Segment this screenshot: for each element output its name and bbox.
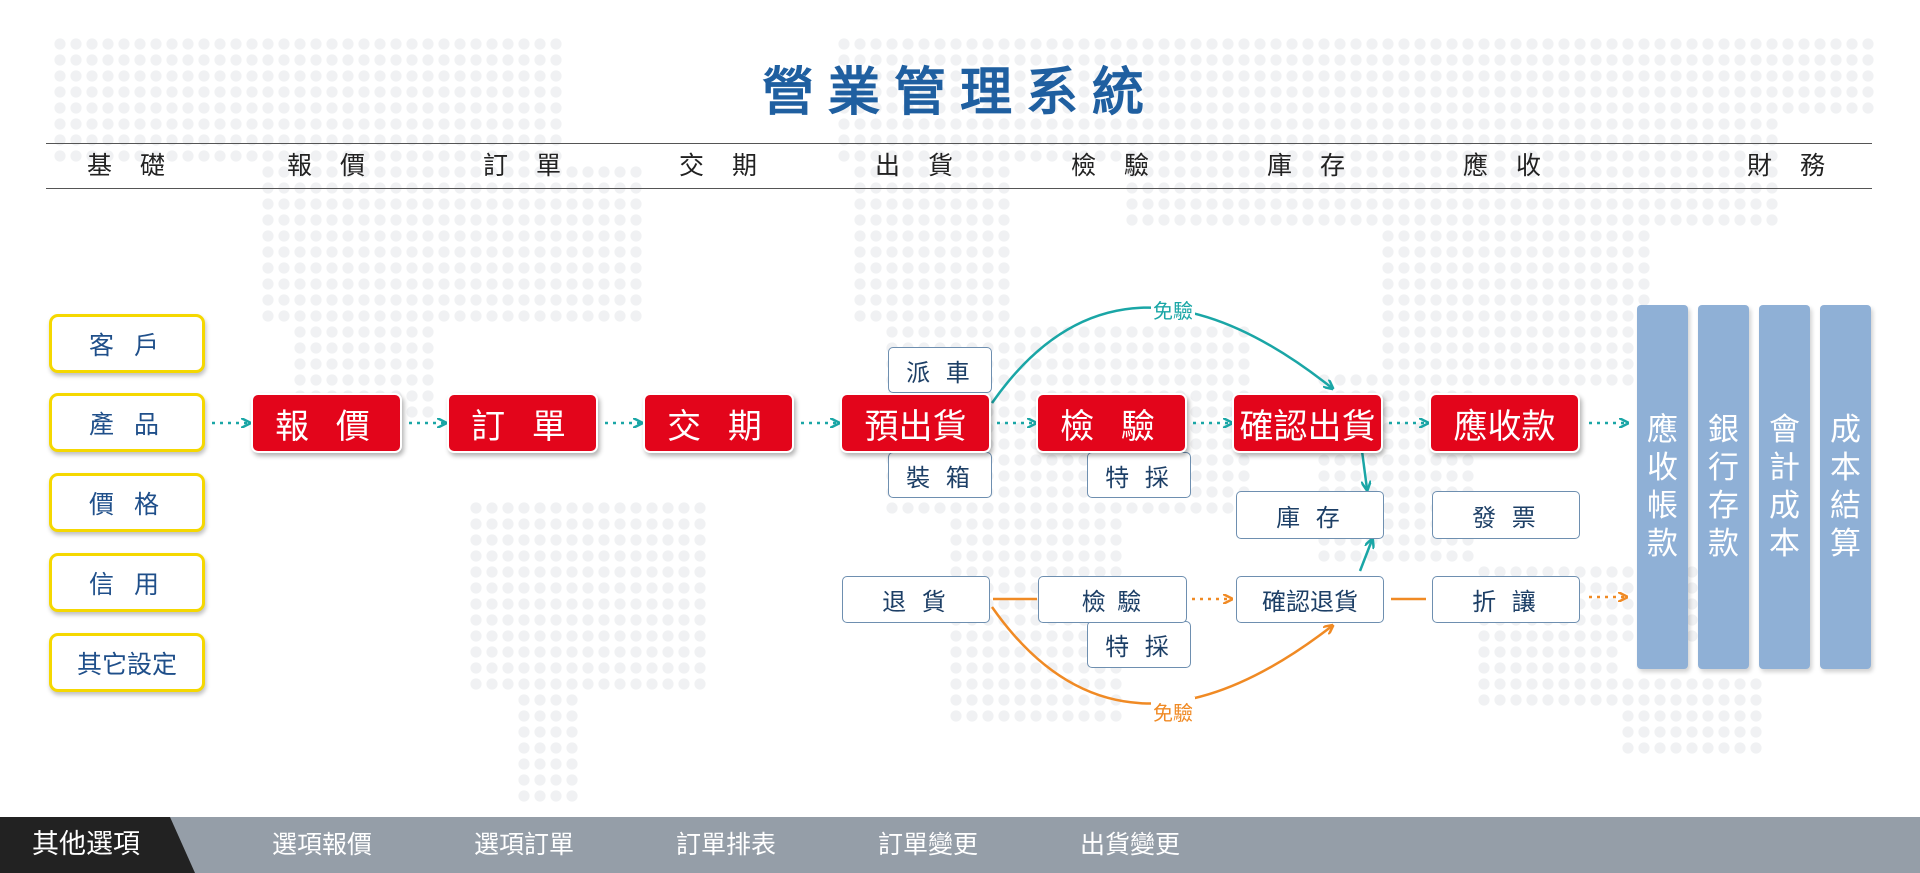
bottom-nav-order-schedule[interactable]: 訂單排表 (676, 830, 777, 859)
flow-step-confirm-shipment[interactable]: 確認出貨 (1232, 393, 1383, 453)
exempt-label-top: 免驗 (1151, 295, 1195, 324)
finance-char: 成 (1769, 488, 1800, 524)
exempt-inspection-arc-bottom (990, 606, 1332, 705)
sub-step-dispatch-vehicle[interactable]: 派 車 (888, 347, 992, 393)
sub-step-return-special-purchase[interactable]: 特 採 (1087, 621, 1191, 668)
flow-step-pre-shipment[interactable]: 預出貨 (840, 393, 991, 453)
flow-step-inspection[interactable]: 檢 驗 (1036, 393, 1187, 453)
finance-cost-settlement[interactable]: 成 本 結 算 (1820, 305, 1871, 669)
finance-char: 本 (1769, 526, 1800, 562)
column-header-receivable: 應 收 (1463, 151, 1551, 180)
sub-step-return-inspection[interactable]: 檢 驗 (1038, 576, 1187, 623)
finance-char: 銀 (1708, 412, 1739, 448)
flow-step-quote[interactable]: 報 價 (251, 393, 402, 453)
finance-accounts-receivable[interactable]: 應 收 帳 款 (1637, 305, 1688, 669)
base-item-credit[interactable]: 信 用 (49, 553, 205, 612)
bottom-nav-bar: 其他選項 選項報價 選項訂單 訂單排表 訂單變更 出貨變更 (0, 817, 1920, 873)
sub-step-confirm-return[interactable]: 確認退貨 (1236, 576, 1384, 623)
confirm-return-to-inventory-arrow (1358, 540, 1372, 572)
base-item-product[interactable]: 產 品 (49, 393, 205, 452)
bottom-nav-order-change[interactable]: 訂單變更 (878, 830, 979, 859)
flow-step-receivable[interactable]: 應收款 (1429, 393, 1580, 453)
finance-char: 款 (1708, 526, 1739, 562)
finance-char: 收 (1647, 450, 1678, 486)
column-header-shipping: 出 貨 (875, 151, 963, 180)
finance-char: 款 (1647, 526, 1678, 562)
finance-char: 算 (1830, 526, 1861, 562)
column-header-order: 訂 單 (483, 151, 571, 180)
column-header-basic: 基 礎 (87, 151, 175, 180)
sub-step-special-purchase[interactable]: 特 採 (1087, 452, 1191, 498)
bottom-nav-option-order[interactable]: 選項訂單 (474, 830, 575, 859)
base-item-customer[interactable]: 客 戶 (49, 314, 205, 373)
bottom-nav-shipment-change[interactable]: 出貨變更 (1080, 830, 1181, 859)
sub-step-discount[interactable]: 折 讓 (1432, 576, 1580, 623)
finance-char: 本 (1830, 450, 1861, 486)
bottom-nav-option-quote[interactable]: 選項報價 (272, 830, 373, 859)
finance-char: 帳 (1647, 488, 1678, 524)
flow-step-delivery-date[interactable]: 交 期 (643, 393, 794, 453)
flow-step-order[interactable]: 訂 單 (447, 393, 598, 453)
finance-char: 行 (1708, 450, 1739, 486)
base-item-price[interactable]: 價 格 (49, 473, 205, 532)
confirm-to-inventory-arrow (1360, 450, 1367, 489)
finance-bank-deposits[interactable]: 銀 行 存 款 (1698, 305, 1749, 669)
column-header-delivery-date: 交 期 (679, 151, 767, 180)
bottom-nav-other-options[interactable]: 其他選項 (0, 817, 195, 873)
sub-step-packing[interactable]: 裝 箱 (888, 452, 992, 498)
finance-accounting-cost[interactable]: 會 計 成 本 (1759, 305, 1810, 669)
finance-char: 結 (1830, 488, 1861, 524)
finance-char: 應 (1647, 412, 1678, 448)
finance-char: 成 (1830, 412, 1861, 448)
column-header-finance: 財 務 (1747, 151, 1835, 180)
sub-step-invoice[interactable]: 發 票 (1432, 491, 1580, 539)
sub-step-inventory[interactable]: 庫 存 (1236, 491, 1384, 539)
sub-step-returns[interactable]: 退 貨 (842, 576, 990, 623)
page-title: 營業管理系統 (761, 63, 1158, 123)
column-header-inspection: 檢 驗 (1071, 151, 1159, 180)
finance-char: 存 (1708, 488, 1739, 524)
finance-char: 計 (1769, 450, 1800, 486)
column-header-bar: 基 礎 報 價 訂 單 交 期 出 貨 檢 驗 庫 存 應 收 財 務 (46, 143, 1872, 189)
exempt-label-bottom: 免驗 (1151, 697, 1195, 726)
column-header-quote: 報 價 (287, 151, 375, 180)
base-item-other-settings[interactable]: 其它設定 (49, 633, 205, 692)
exempt-inspection-arc-top (990, 306, 1332, 404)
finance-char: 會 (1769, 412, 1800, 448)
column-header-inventory: 庫 存 (1267, 151, 1355, 180)
